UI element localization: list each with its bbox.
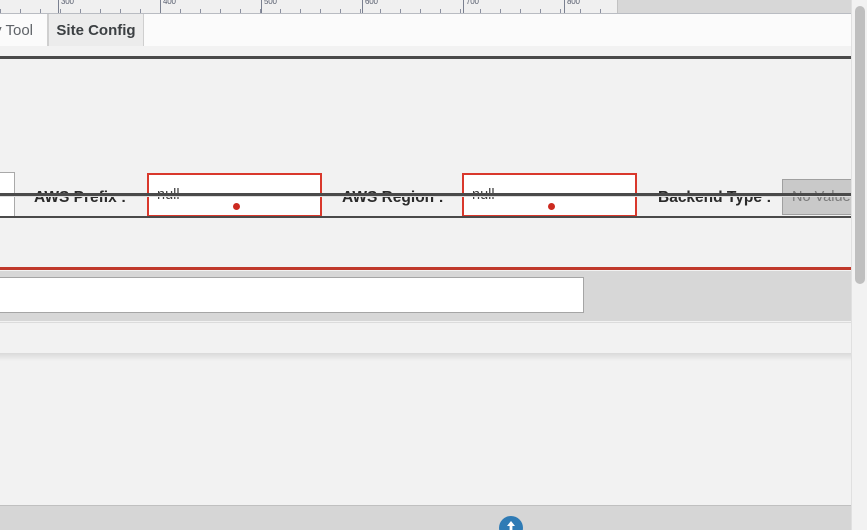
- separator-mid-upper: [0, 193, 867, 196]
- ruler-tick-minor: [0, 9, 1, 13]
- footer-bar: [0, 505, 867, 530]
- search-input[interactable]: [0, 277, 584, 313]
- tab-bar: y Tool Site Config: [0, 14, 867, 46]
- ruler-tick-minor: [300, 9, 301, 13]
- ruler-tick-minor: [420, 9, 421, 13]
- ruler-tick-minor: [540, 9, 541, 13]
- tab-deploy-tool[interactable]: y Tool: [0, 14, 48, 46]
- ruler-tick-minor: [520, 9, 521, 13]
- ruler-tick-major: [463, 0, 464, 13]
- canvas-top-hairline: [0, 322, 867, 323]
- ruler-active-track: [0, 0, 617, 13]
- tab-site-config[interactable]: Site Config: [48, 14, 144, 46]
- separator-top: [0, 56, 867, 59]
- ruler-tick-minor: [580, 9, 581, 13]
- horizontal-ruler: 300 400 500 600 700 800: [0, 0, 867, 14]
- separator-mid-lower: [0, 216, 867, 218]
- vertical-scrollbar-thumb[interactable]: [855, 6, 865, 284]
- separator-alert-red: [0, 267, 867, 270]
- ruler-tick-major: [261, 0, 262, 13]
- ruler-tick-minor: [340, 9, 341, 13]
- ruler-tick-minor: [500, 9, 501, 13]
- ruler-tick-minor: [100, 9, 101, 13]
- aws-prefix-error-dot-icon: [233, 203, 240, 210]
- ruler-tick-minor: [400, 9, 401, 13]
- ruler-tick-minor: [240, 9, 241, 13]
- ruler-tick-major: [362, 0, 363, 13]
- ruler-tick-label: 800: [567, 0, 580, 6]
- ruler-tick-minor: [380, 9, 381, 13]
- ruler-tick-minor: [560, 9, 561, 13]
- ruler-tick-minor: [140, 9, 141, 13]
- ruler-tick-minor: [120, 9, 121, 13]
- ruler-tick-minor: [600, 9, 601, 13]
- ruler-inactive-region: [617, 0, 867, 13]
- ruler-tick-minor: [440, 9, 441, 13]
- ruler-tick-minor: [20, 9, 21, 13]
- ruler-tick-minor: [40, 9, 41, 13]
- ruler-tick-label: 500: [264, 0, 277, 6]
- backend-type-value: No Value: [792, 189, 851, 205]
- ruler-tick-minor: [200, 9, 201, 13]
- ruler-tick-major: [160, 0, 161, 13]
- tab-deploy-tool-label: y Tool: [0, 21, 33, 39]
- ruler-tick-minor: [60, 9, 61, 13]
- ruler-tick-label: 600: [365, 0, 378, 6]
- aws-region-error-dot-icon: [548, 203, 555, 210]
- ruler-tick-minor: [220, 9, 221, 13]
- ruler-tick-minor: [320, 9, 321, 13]
- ruler-tick-label: 300: [61, 0, 74, 6]
- ruler-tick-minor: [360, 9, 361, 13]
- ruler-tick-minor: [280, 9, 281, 13]
- tab-site-config-label: Site Config: [56, 21, 136, 39]
- backend-type-select[interactable]: No Value: [782, 179, 854, 215]
- ruler-tick-minor: [80, 9, 81, 13]
- ruler-tick-minor: [460, 9, 461, 13]
- info-circle-icon[interactable]: [499, 516, 523, 530]
- canvas-drop-shadow: [0, 353, 867, 361]
- ruler-tick-label: 700: [466, 0, 479, 6]
- config-form-row: AWS Prefix : null AWS Region : null Back…: [0, 60, 867, 218]
- ruler-tick-minor: [180, 9, 181, 13]
- ruler-tick-major: [564, 0, 565, 13]
- vertical-scrollbar[interactable]: [851, 0, 867, 530]
- separator-mid-hairline: [0, 196, 867, 197]
- content-canvas: [0, 321, 867, 505]
- ruler-tick-minor: [480, 9, 481, 13]
- ruler-tick-major: [58, 0, 59, 13]
- ruler-tick-minor: [260, 9, 261, 13]
- ruler-tick-label: 400: [163, 0, 176, 6]
- tab-bar-filler: [144, 14, 867, 46]
